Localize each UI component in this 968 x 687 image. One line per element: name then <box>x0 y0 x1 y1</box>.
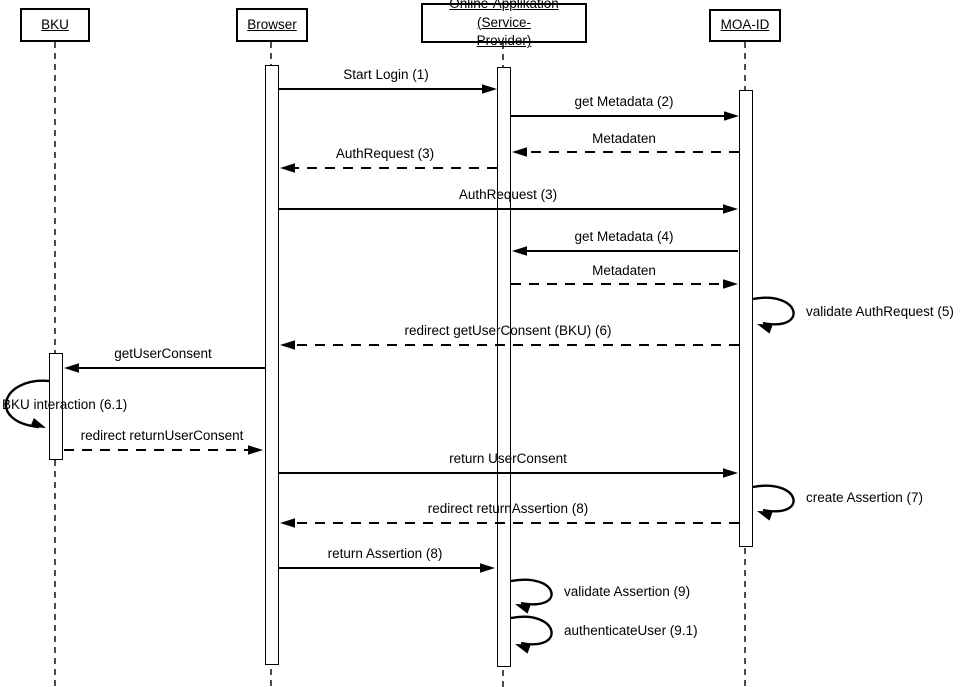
message-metadaten <box>512 147 739 157</box>
message-redirect-returnuserconsent <box>64 445 263 455</box>
arrowhead-icon <box>723 279 738 289</box>
self-call-validate-authrequest-5 <box>752 296 795 334</box>
self-call-arc <box>752 484 795 513</box>
self-call-arc <box>4 379 50 429</box>
participant-label-bku: BKU <box>41 16 69 35</box>
message-metadaten <box>511 279 738 289</box>
message-redirect-returnassertion-8 <box>280 518 739 528</box>
message-getuserconsent <box>64 363 265 373</box>
self-call-label-bku-interaction-6-1: BKU interaction (6.1) <box>2 397 128 412</box>
message-get-metadata-4 <box>512 246 738 256</box>
self-call-validate-assertion-9 <box>510 578 553 614</box>
participant-label-line: Online-Applikation (Service- <box>449 0 559 30</box>
participant-box-browser: Browser <box>236 8 308 42</box>
arrowhead-icon <box>30 418 46 428</box>
participant-label-browser: Browser <box>247 16 297 35</box>
participant-box-bku: BKU <box>20 8 90 42</box>
participant-label-moa-id: MOA-ID <box>721 16 770 35</box>
self-call-create-assertion-7 <box>752 484 795 521</box>
participant-label-line: Browser <box>247 16 297 32</box>
participant-label-online-applikation: Online-Applikation (Service- Provider) <box>423 0 585 51</box>
message-label-metadaten: Metadaten <box>592 131 656 146</box>
message-label-authrequest-3: AuthRequest (3) <box>335 146 435 161</box>
activation-bar-browser <box>265 65 279 665</box>
message-label-return-assertion-8: return Assertion (8) <box>327 546 443 561</box>
arrowhead-icon <box>515 604 531 614</box>
participant-label-line: BKU <box>41 16 69 32</box>
arrowhead-icon <box>482 84 497 94</box>
message-label-redirect-returnassertion-8: redirect returnAssertion (8) <box>427 501 589 516</box>
arrowhead-icon <box>723 468 738 478</box>
arrowhead-icon <box>724 111 739 121</box>
activation-bar-moa-id <box>739 90 753 547</box>
self-call-label-validate-assertion-9: validate Assertion (9) <box>564 584 691 599</box>
arrowhead-icon <box>280 163 295 173</box>
arrowhead-icon <box>512 147 527 157</box>
message-return-assertion-8 <box>279 563 495 573</box>
message-authrequest-3 <box>279 204 738 214</box>
message-redirect-getuserconsent-bku-6 <box>280 340 739 350</box>
activation-bar-online-applikation <box>497 67 511 667</box>
self-call-authenticateuser-9-1 <box>510 615 553 654</box>
activation-bar-bku <box>49 353 63 460</box>
message-label-redirect-returnuserconsent: redirect returnUserConsent <box>80 428 244 443</box>
message-label-get-metadata-4: get Metadata (4) <box>574 229 674 244</box>
self-call-arc <box>752 296 795 326</box>
arrowhead-icon <box>515 644 531 654</box>
arrowhead-icon <box>512 246 527 256</box>
message-label-metadaten: Metadaten <box>592 263 656 278</box>
message-start-login-1 <box>279 84 497 94</box>
self-call-label-create-assertion-7: create Assertion (7) <box>806 490 924 505</box>
message-get-metadata-2 <box>511 111 739 121</box>
self-call-label-validate-authrequest-5: validate AuthRequest (5) <box>806 304 954 319</box>
arrowhead-icon <box>64 363 79 373</box>
message-label-authrequest-3: AuthRequest (3) <box>458 187 558 202</box>
message-label-redirect-getuserconsent-bku-6: redirect getUserConsent (BKU) (6) <box>404 323 612 338</box>
message-label-get-metadata-2: get Metadata (2) <box>574 94 674 109</box>
arrowhead-icon <box>280 340 295 350</box>
self-call-arc <box>510 578 553 606</box>
message-label-return-userconsent: return UserConsent <box>449 451 567 466</box>
message-label-start-login-1: Start Login (1) <box>343 67 429 82</box>
message-return-userconsent <box>279 468 738 478</box>
participant-label-line: Provider) <box>476 33 532 49</box>
participant-box-online-applikation: Online-Applikation (Service- Provider) <box>421 0 587 48</box>
message-authrequest-3 <box>280 163 497 173</box>
participant-box-moa-id: MOA-ID <box>709 9 781 42</box>
arrowhead-icon <box>723 204 738 214</box>
arrowhead-icon <box>757 511 773 521</box>
arrowhead-icon <box>280 518 295 528</box>
arrowhead-icon <box>480 563 495 573</box>
self-call-arc <box>510 615 553 646</box>
arrowhead-icon <box>248 445 263 455</box>
self-call-label-authenticateuser-9-1: authenticateUser (9.1) <box>564 623 698 638</box>
message-label-getuserconsent: getUserConsent <box>114 346 212 361</box>
self-call-bku-interaction-6-1 <box>4 379 50 429</box>
participant-label-line: MOA-ID <box>720 17 770 33</box>
arrowhead-icon <box>757 324 773 334</box>
